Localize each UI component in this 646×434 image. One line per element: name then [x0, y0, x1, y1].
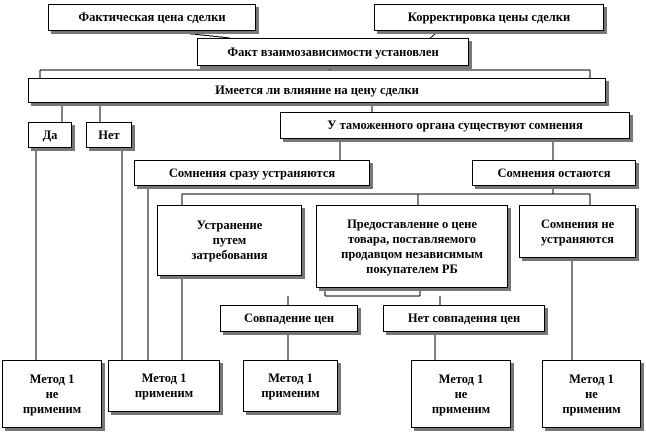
node-independent-seller-info: Предоставление о цене товара, поставляем…: [316, 205, 508, 288]
node-method1-not-applicable-c: Метод 1 не применим: [542, 360, 641, 428]
node-method1-not-applicable-a: Метод 1 не применим: [2, 360, 102, 428]
node-doubts-remain: Сомнения остаются: [472, 160, 636, 186]
node-method1-applicable-b: Метод 1 применим: [243, 360, 338, 412]
node-actual-price: Фактическая цена сделки: [48, 4, 256, 31]
connector-adjust-to-fact: [429, 29, 441, 39]
node-price-adjustment: Корректировка цены сделки: [374, 4, 604, 31]
node-customs-doubts: У таможенного органа существуют сомнения: [280, 112, 630, 139]
node-price-mismatch: Нет совпадения цен: [383, 305, 545, 332]
node-removal-by-request: Устранение путем затребования: [157, 205, 302, 276]
node-influence-question: Имеется ли влияние на цену сделки: [28, 78, 606, 103]
node-yes: Да: [28, 122, 72, 148]
connector-actual-to-fact: [154, 29, 231, 39]
node-method1-applicable-a: Метод 1 применим: [108, 360, 220, 412]
node-no: Нет: [86, 122, 132, 148]
node-interdependence-fact: Факт взаимозависимости установлен: [197, 38, 469, 66]
node-doubts-resolved: Сомнения сразу устраняются: [134, 160, 370, 186]
node-method1-not-applicable-b: Метод 1 не применим: [411, 360, 511, 428]
node-doubts-not-removed: Сомнения не устраняются: [519, 205, 636, 258]
node-price-match: Совпадение цен: [220, 305, 358, 332]
